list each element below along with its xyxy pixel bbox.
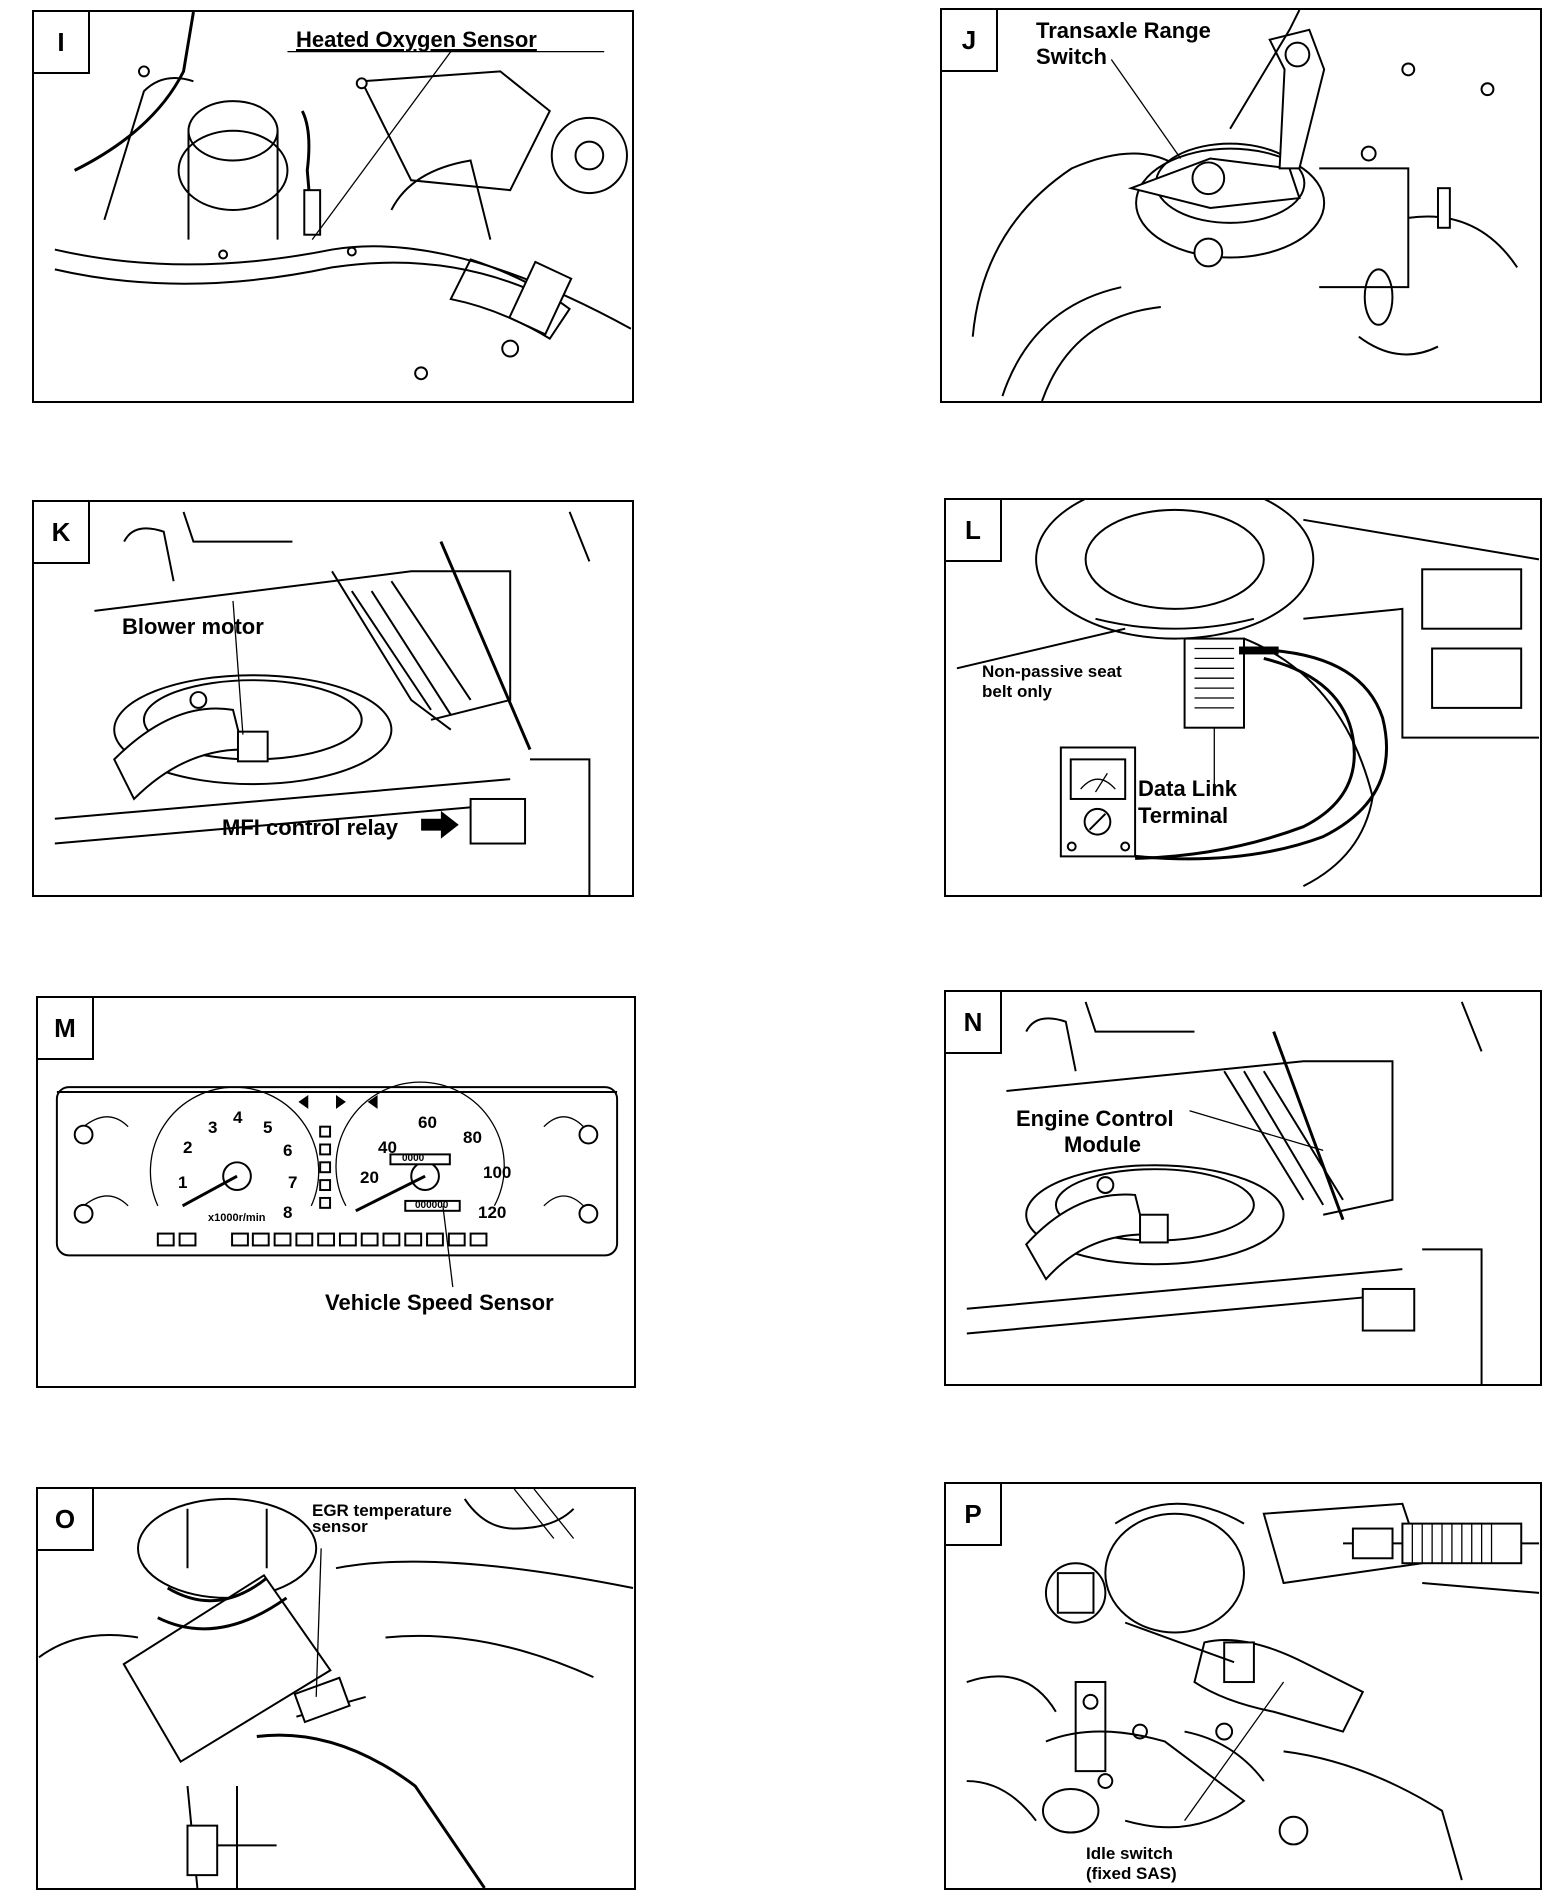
sensor-label: sensor: [312, 1517, 368, 1536]
module-label: Module: [1064, 1132, 1141, 1157]
tach-tick-8: 8: [283, 1203, 293, 1222]
mfi-control-relay-label: MFI control relay: [222, 815, 399, 840]
engine-control-module-illustration: [966, 1001, 1483, 1384]
idle-switch-label: Idle switch: [1086, 1844, 1173, 1863]
odometer-readout: 000000: [415, 1200, 449, 1211]
egr-temperature-sensor-illustration: [38, 1489, 634, 1888]
panel-letter: M: [38, 998, 94, 1060]
tach-tick-3: 3: [208, 1118, 218, 1137]
panel-l: L Non-passive seat belt only Data Link T…: [944, 498, 1542, 897]
idle-switch-illustration: [966, 1502, 1540, 1881]
speedo-tick-20: 20: [360, 1168, 379, 1187]
trip-readout: 0000: [402, 1153, 425, 1164]
panel-j: J Transaxle Range Switch: [940, 8, 1542, 403]
tach-tick-5: 5: [263, 1118, 273, 1137]
panel-letter: J: [942, 10, 998, 72]
tach-tick-7: 7: [288, 1173, 298, 1192]
instrument-cluster-illustration: [55, 1081, 619, 1288]
blower-motor-label: Blower motor: [122, 614, 264, 639]
panel-n: N Engine Control Module: [944, 990, 1542, 1386]
belt-only-label: belt only: [982, 682, 1052, 701]
tach-tick-4: 4: [233, 1108, 243, 1127]
heated-oxygen-sensor-label: Heated Oxygen Sensor: [296, 27, 537, 52]
fixed-sas-label: (fixed SAS): [1086, 1864, 1177, 1883]
transaxle-range-label: Transaxle Range: [1036, 18, 1211, 43]
speedo-tick-100: 100: [483, 1163, 512, 1182]
data-link-terminal-illustration: [956, 500, 1540, 887]
speedo-tick-60: 60: [418, 1113, 437, 1132]
panel-m: M 1 2 3 4 5 6 7 8 x1000r/min 20 40 60 80…: [36, 996, 636, 1388]
panel-o: O EGR temperature sensor: [36, 1487, 636, 1890]
non-passive-seat-label: Non-passive seat: [982, 662, 1122, 681]
vehicle-speed-sensor-label: Vehicle Speed Sensor: [325, 1290, 554, 1315]
panel-i: I Heated Oxygen Sensor: [32, 10, 634, 403]
blower-motor-illustration: [54, 511, 591, 895]
panel-letter: L: [946, 500, 1002, 562]
panel-p: P Idle switch (fixed SAS): [944, 1482, 1542, 1890]
egr-temperature-label: EGR temperature: [312, 1501, 452, 1520]
panel-letter: I: [34, 12, 90, 74]
heated-oxygen-sensor-illustration: [54, 12, 632, 381]
panel-letter: K: [34, 502, 90, 564]
engine-control-label: Engine Control: [1016, 1106, 1174, 1131]
tach-tick-1: 1: [178, 1173, 188, 1192]
tach-unit: x1000r/min: [208, 1212, 266, 1224]
tach-tick-2: 2: [183, 1138, 193, 1157]
panel-letter: O: [38, 1489, 94, 1551]
terminal-label: Terminal: [1138, 803, 1229, 828]
panel-letter: P: [946, 1484, 1002, 1546]
speedo-tick-40: 40: [378, 1138, 397, 1157]
panel-letter: N: [946, 992, 1002, 1054]
data-link-label: Data Link: [1138, 776, 1238, 801]
panel-k: K Blower motor MFI control relay: [32, 500, 634, 897]
tach-tick-6: 6: [283, 1141, 293, 1160]
speedo-tick-80: 80: [463, 1128, 482, 1147]
speedo-tick-120: 120: [478, 1203, 507, 1222]
transaxle-range-switch-illustration: [971, 10, 1518, 401]
switch-label: Switch: [1036, 44, 1107, 69]
